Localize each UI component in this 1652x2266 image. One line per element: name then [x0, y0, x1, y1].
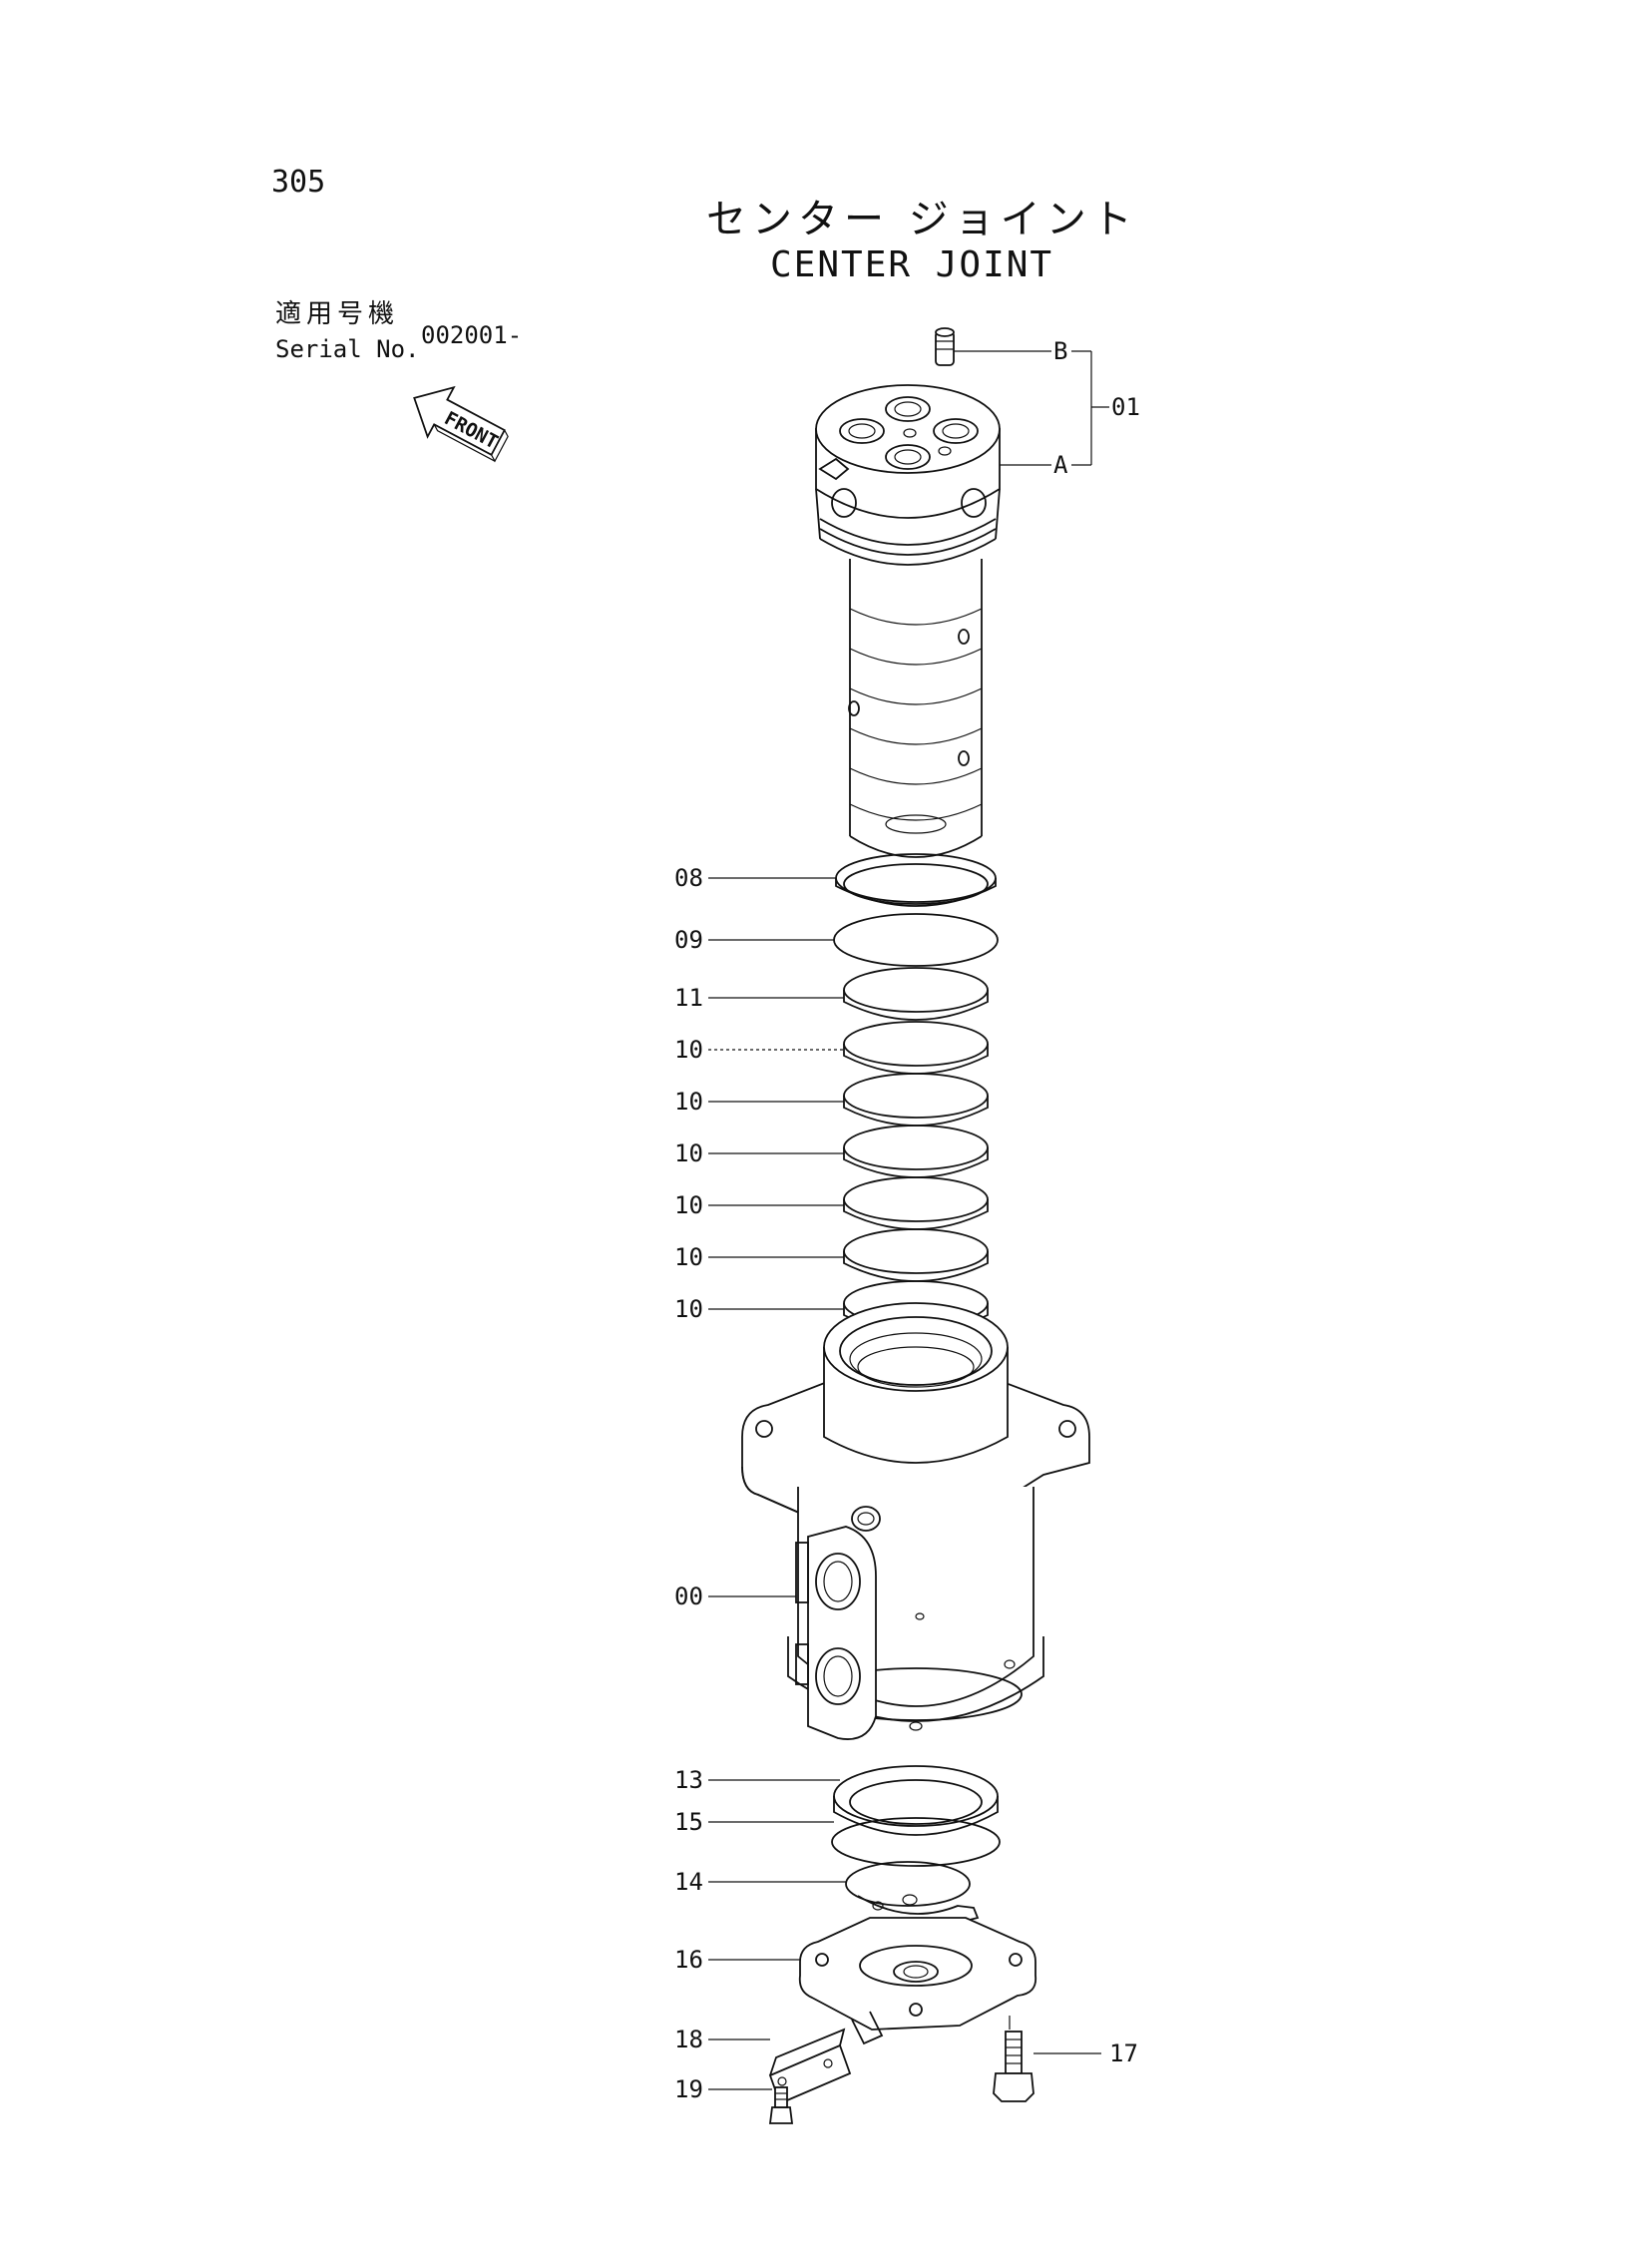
seal-08	[835, 853, 997, 907]
title-english: CENTER JOINT	[770, 244, 1054, 285]
label-b: B	[1053, 337, 1067, 365]
label-10-d: 10	[674, 1191, 703, 1219]
label-14: 14	[674, 1868, 703, 1896]
label-15: 15	[674, 1808, 703, 1836]
serial-label-english: Serial No.	[275, 335, 420, 363]
ring-13	[833, 1765, 999, 1836]
seal-rings-10	[843, 1021, 989, 1334]
label-19: 19	[674, 2075, 703, 2103]
label-10-a: 10	[674, 1036, 703, 1064]
label-10-b: 10	[674, 1088, 703, 1116]
label-a: A	[1053, 451, 1068, 479]
seal-15	[831, 1817, 1001, 1867]
label-08: 08	[674, 864, 703, 892]
label-10-e: 10	[674, 1243, 703, 1271]
label-00: 00	[674, 1583, 703, 1610]
ring-11	[843, 967, 989, 1021]
o-ring-09	[833, 913, 999, 967]
o-ring-14	[845, 1861, 980, 1923]
title-japanese: センター ジョイント	[706, 197, 1138, 242]
label-18: 18	[674, 2026, 703, 2053]
callout-assembly-01: B A 01	[954, 337, 1140, 479]
label-09: 09	[674, 926, 703, 954]
label-13: 13	[674, 1766, 703, 1794]
label-01: 01	[1111, 393, 1140, 421]
label-10-c: 10	[674, 1139, 703, 1167]
cover-16	[798, 1917, 1037, 2045]
callout-leaders: 08 09 11 10 10 10 10 10 10 00 13 15 14 1…	[674, 864, 1138, 2103]
page-number: 305	[271, 165, 326, 200]
serial-number-value: 002001-	[421, 321, 523, 349]
label-16: 16	[674, 1946, 703, 1974]
bolt-19	[768, 2086, 794, 2124]
bolt-17	[993, 2016, 1034, 2102]
label-11: 11	[674, 984, 703, 1012]
center-joint-body-00	[741, 1302, 1090, 1740]
plug-b	[935, 327, 955, 366]
front-arrow-icon: FRONT	[413, 385, 509, 463]
serial-label-japanese: 適用号機	[275, 299, 400, 329]
label-10-f: 10	[674, 1295, 703, 1323]
label-17: 17	[1109, 2039, 1138, 2067]
center-joint-rotor-shaft	[815, 327, 1001, 858]
